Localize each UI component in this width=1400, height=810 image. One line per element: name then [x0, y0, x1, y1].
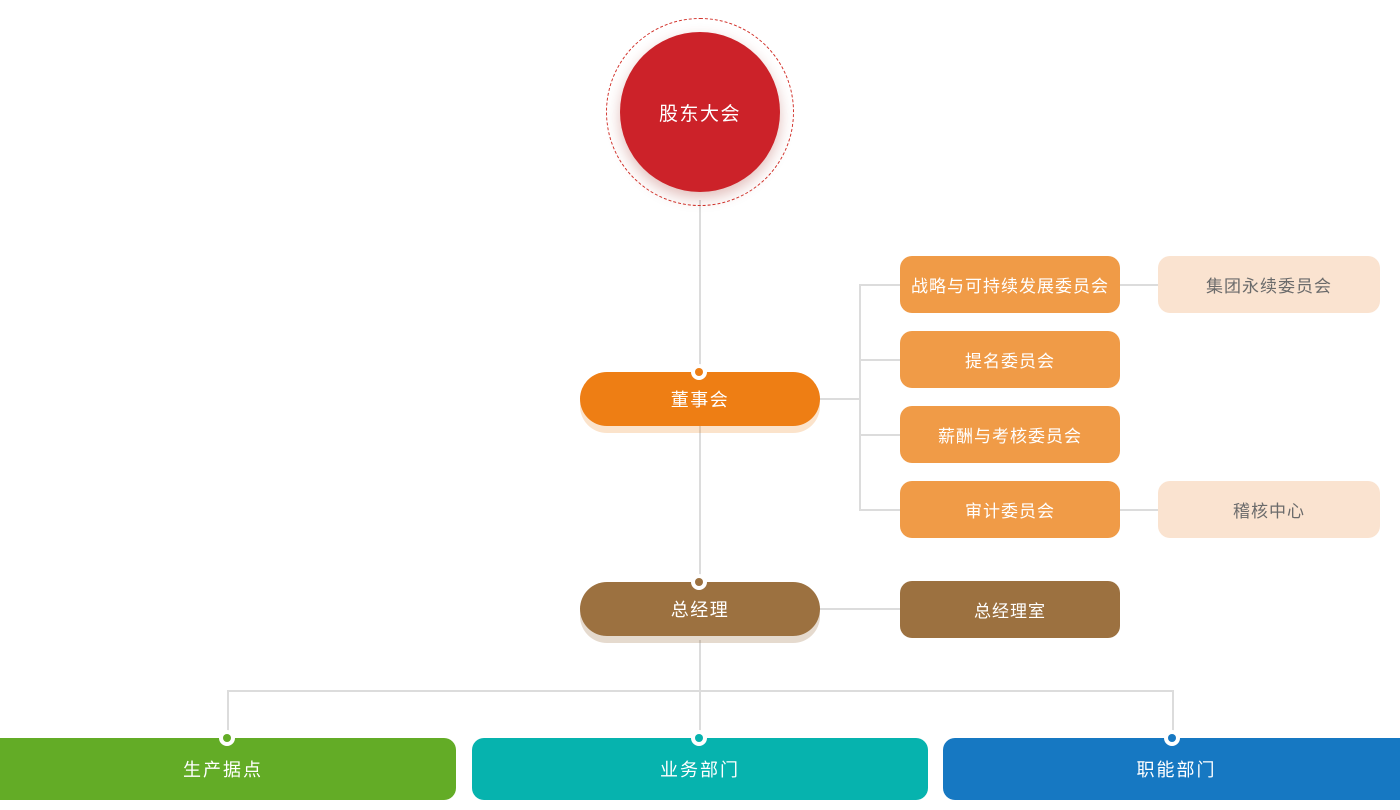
connector-manager-drop: [699, 640, 701, 692]
connector-branch-committee-1: [859, 284, 902, 286]
department-label: 业务部门: [660, 760, 740, 780]
connector-branch-committee-4: [859, 509, 902, 511]
committee-label: 提名委员会: [965, 352, 1055, 371]
linked-box-label: 稽核中心: [1233, 502, 1305, 521]
connector-dot-board: [691, 364, 707, 380]
committee-label: 战略与可持续发展委员会: [911, 277, 1109, 296]
linked-box-label: 集团永续委员会: [1206, 277, 1332, 296]
connector-branch-committee-2: [859, 359, 902, 361]
shareholders-circle-body: 股东大会: [620, 32, 780, 192]
department-label: 职能部门: [1136, 760, 1217, 780]
committee-label: 薪酬与考核委员会: [938, 427, 1082, 446]
general-manager-label: 总经理: [670, 600, 730, 620]
connector-shareholders-to-board: [699, 200, 701, 378]
connector-drop-business: [699, 690, 701, 740]
connector-committee4-to-audit-center: [1118, 509, 1160, 511]
connector-drop-functional: [1172, 690, 1174, 740]
committee-box-strategy-sustainability[interactable]: 战略与可持续发展委员会: [900, 256, 1120, 313]
board-of-directors-node[interactable]: 董事会: [580, 372, 820, 426]
general-manager-office-label: 总经理室: [974, 602, 1046, 621]
connector-dot-production: [219, 730, 235, 746]
committee-box-audit[interactable]: 审计委员会: [900, 481, 1120, 538]
shareholders-meeting-node[interactable]: 股东大会: [606, 18, 794, 206]
general-manager-office-node[interactable]: 总经理室: [900, 581, 1120, 638]
committee-label: 审计委员会: [965, 502, 1055, 521]
department-label: 生产据点: [183, 760, 263, 780]
department-bar-functional[interactable]: 职能部门: [943, 738, 1400, 800]
connector-board-to-committee-trunk: [819, 398, 861, 400]
connector-branch-committee-3: [859, 434, 902, 436]
committee-box-nomination[interactable]: 提名委员会: [900, 331, 1120, 388]
connector-drop-production: [227, 690, 229, 740]
committee-box-compensation-assessment[interactable]: 薪酬与考核委员会: [900, 406, 1120, 463]
general-manager-node[interactable]: 总经理: [580, 582, 820, 636]
shareholders-dashed-ring: [606, 18, 794, 206]
department-bar-business[interactable]: 业务部门: [472, 738, 928, 800]
department-bar-production-sites[interactable]: 生产据点: [0, 738, 456, 800]
board-of-directors-label: 董事会: [670, 390, 730, 410]
linked-box-group-sustainability-committee[interactable]: 集团永续委员会: [1158, 256, 1380, 313]
shareholders-label: 股东大会: [658, 103, 741, 125]
linked-box-audit-center[interactable]: 稽核中心: [1158, 481, 1380, 538]
connector-committee-trunk: [859, 284, 861, 510]
connector-dot-general-manager: [691, 574, 707, 590]
connector-board-to-manager: [699, 425, 701, 585]
connector-manager-to-office: [819, 608, 901, 610]
connector-committee1-to-group-sustainability: [1118, 284, 1160, 286]
connector-dot-functional: [1164, 730, 1180, 746]
connector-dot-business: [691, 730, 707, 746]
